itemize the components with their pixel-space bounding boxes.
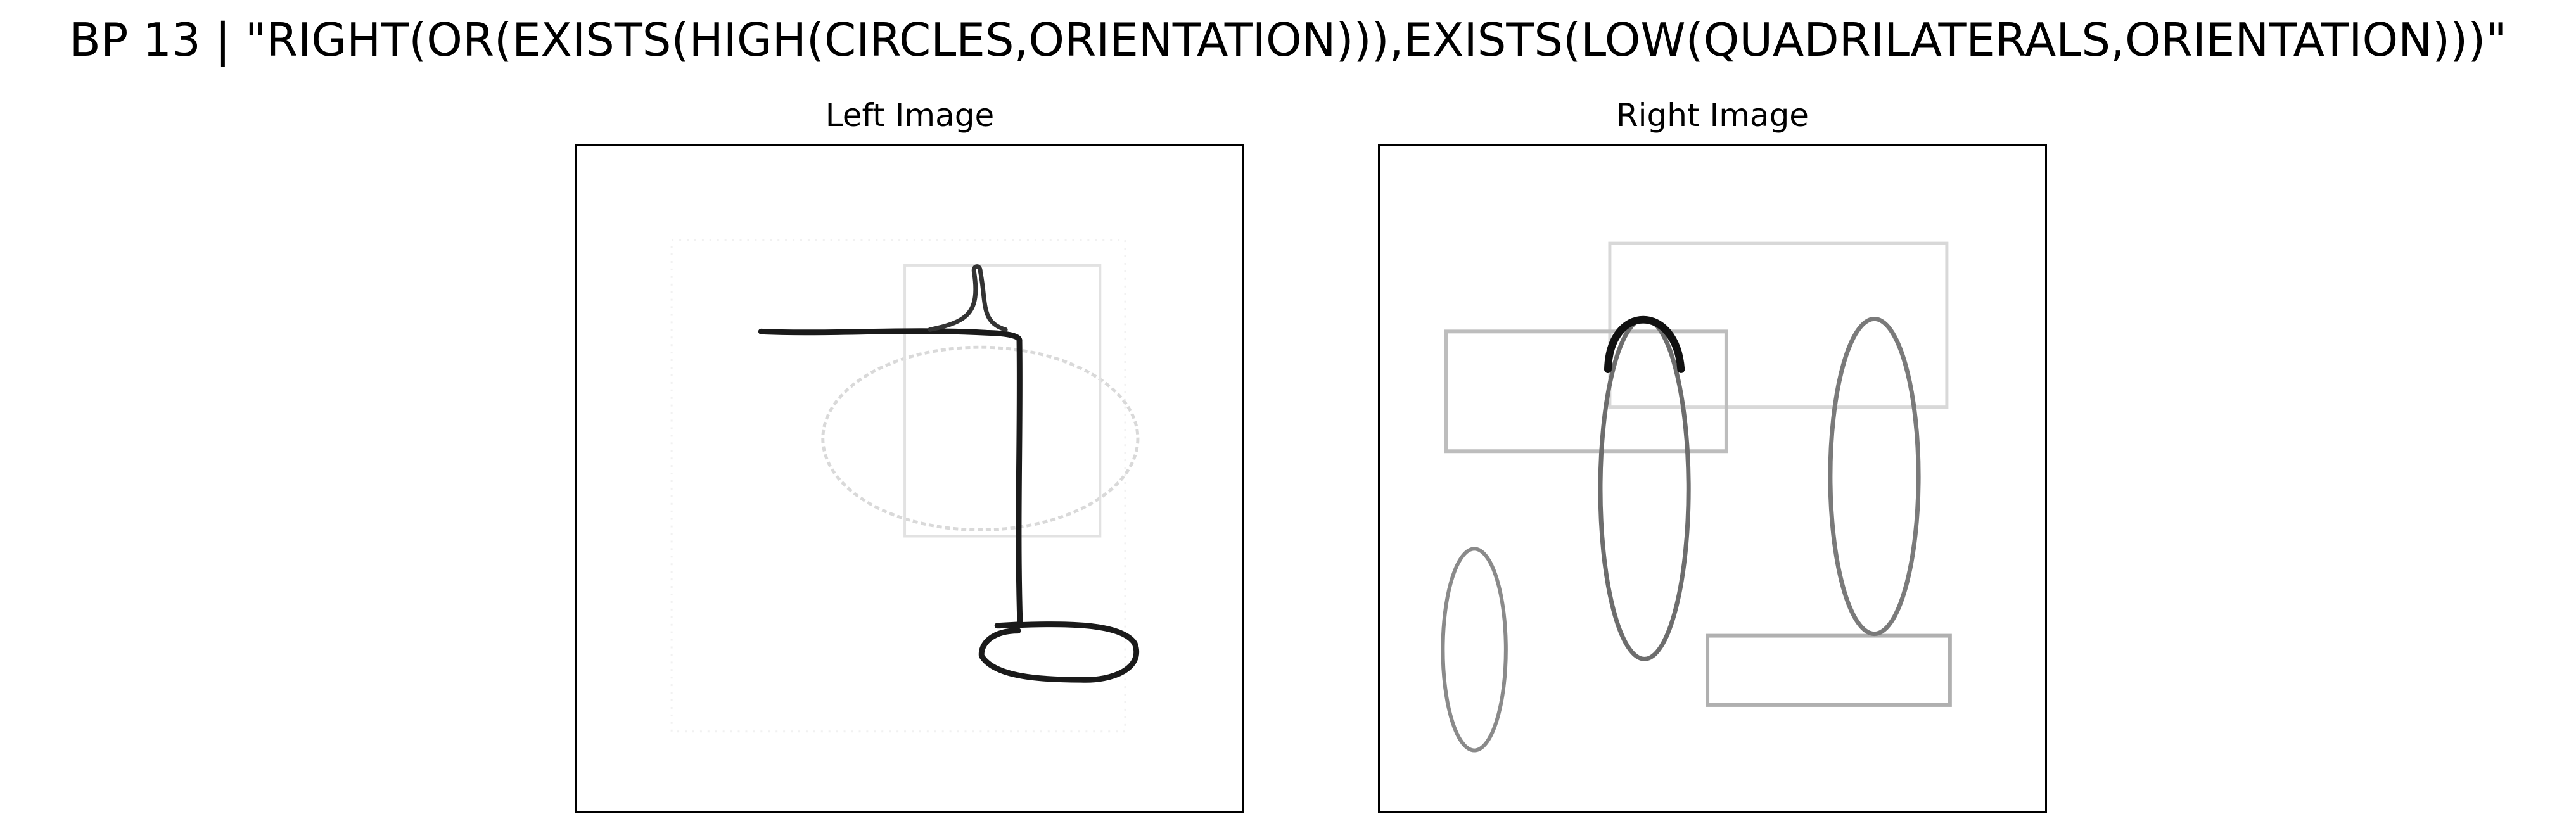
right-panel-title: Right Image [1616, 97, 1809, 134]
background-rectangle-shape [1608, 241, 1949, 409]
tall-ellipse-right [1828, 316, 1921, 637]
hook-stroke-shape [928, 264, 1008, 332]
faint-ellipse-shape [821, 345, 1140, 532]
left-image-drawing [670, 239, 1140, 733]
bold-arc-shape [1604, 315, 1685, 373]
tall-ellipse-middle [1598, 316, 1691, 661]
faint-dotted-region [670, 239, 1126, 733]
figure-title: BP 13 | "RIGHT(OR(EXISTS(HIGH(CIRCLES,OR… [69, 13, 2507, 67]
faint-rectangle-shape [903, 264, 1102, 538]
left-panel-title: Left Image [825, 97, 995, 134]
left-image-panel [575, 144, 1244, 813]
handwritten-stroke-shape [758, 328, 1139, 683]
horizontal-rectangle-bottom [1706, 633, 1952, 707]
right-image-drawing [1441, 241, 1952, 753]
horizontal-rectangle-left [1444, 329, 1728, 454]
small-ellipse-left [1441, 547, 1508, 753]
right-image-panel [1378, 144, 2047, 813]
